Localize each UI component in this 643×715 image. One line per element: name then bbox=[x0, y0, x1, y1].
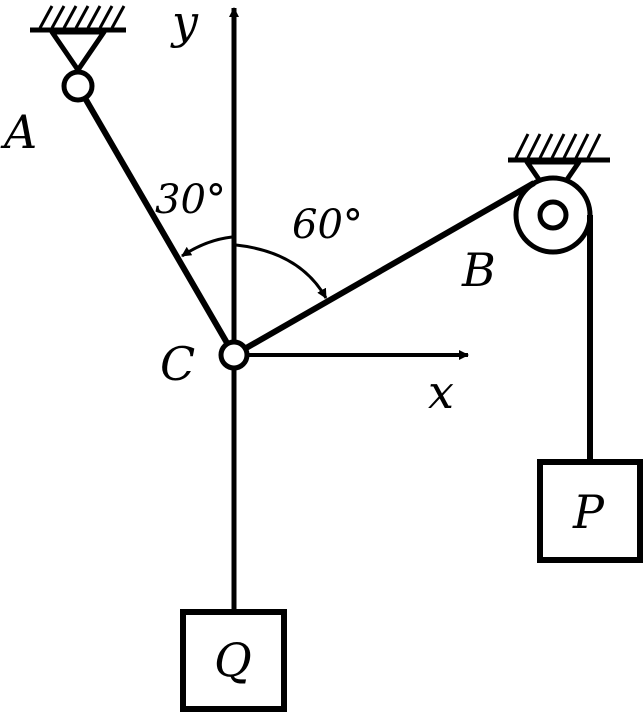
label-angle-60: 60° bbox=[292, 202, 363, 248]
label-point-c: C bbox=[160, 337, 195, 391]
weight-box-p bbox=[537, 459, 643, 563]
rope-cb bbox=[232, 180, 536, 358]
label-weight-q: Q bbox=[214, 633, 252, 687]
label-point-a: A bbox=[0, 105, 37, 159]
joint-c bbox=[218, 339, 250, 371]
rope-ac bbox=[75, 84, 237, 357]
label-axis-y: y bbox=[170, 0, 199, 49]
pulley-b bbox=[513, 175, 593, 255]
weight-box-q bbox=[180, 609, 287, 712]
label-axis-x: x bbox=[428, 365, 454, 419]
label-angle-30: 30° bbox=[155, 177, 226, 223]
label-weight-p: P bbox=[572, 485, 605, 539]
support-a bbox=[30, 5, 126, 73]
angle-arc-30 bbox=[181, 235, 233, 258]
label-point-b: B bbox=[461, 243, 496, 297]
angle-arc-60 bbox=[235, 243, 328, 299]
joint-a bbox=[61, 69, 95, 103]
